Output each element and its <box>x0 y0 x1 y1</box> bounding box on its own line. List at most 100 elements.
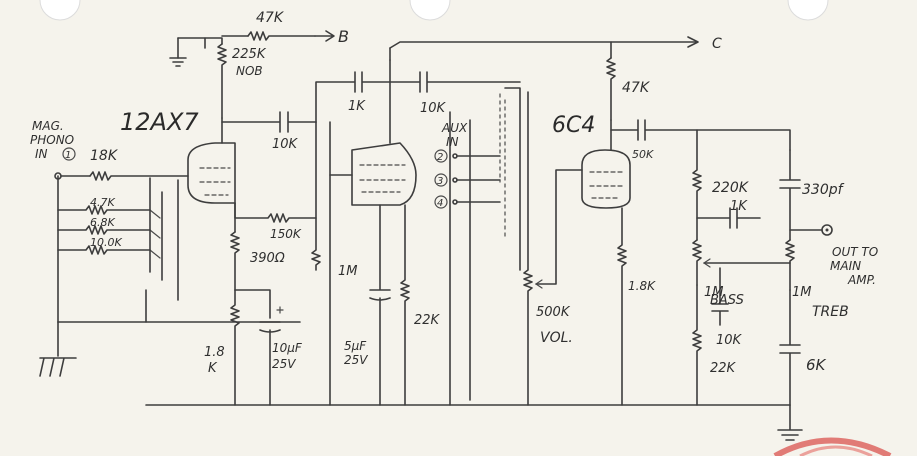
punch-hole-left <box>39 0 81 21</box>
aux-selector <box>434 87 521 406</box>
label-22k-tone: 22K <box>710 361 737 376</box>
label-1k: 1K <box>348 99 366 114</box>
capacitor-1k-10k <box>315 71 521 123</box>
label-1-8k-6c4: 1.8K <box>628 279 656 293</box>
interstage-network <box>311 59 521 406</box>
label-1-8-k: K <box>208 361 218 376</box>
label-aux-in: IN <box>446 135 459 149</box>
label-225k: 225K <box>232 47 267 62</box>
tone-stack <box>692 129 833 406</box>
aux-jack-3[interactable] <box>434 173 448 187</box>
label-47k-b: 47K <box>256 10 285 26</box>
ground-bus <box>145 404 803 441</box>
label-10k-tone: 10K <box>716 333 743 348</box>
label-mag: MAG. <box>32 119 64 133</box>
resistor-47k-b <box>247 31 316 41</box>
label-500k: 500K <box>536 305 571 320</box>
label-6c4: 6C4 <box>552 113 595 138</box>
potentiometer-bass[interactable] <box>692 239 702 286</box>
label-12ax7: 12AX7 <box>120 108 199 136</box>
label-6k: 6K <box>806 356 827 374</box>
label-10uf-voltage: 25V <box>272 357 296 371</box>
punch-hole-right <box>787 0 829 21</box>
input-section <box>39 171 301 377</box>
label-nob: NOB <box>236 64 263 78</box>
capacitor-1k-tone <box>696 207 761 229</box>
label-in-1: IN <box>35 147 48 161</box>
red-stamp-mark <box>773 437 892 456</box>
label-390: 390Ω <box>250 251 285 266</box>
label-bass-pot: 1M <box>704 285 724 300</box>
resistor-1-8k-6c4 <box>617 207 627 406</box>
label-out-to: OUT TO <box>832 245 878 259</box>
label-18k: 18K <box>90 148 119 164</box>
resistor-390 <box>230 231 240 291</box>
resistor-22k-tone <box>692 284 702 406</box>
label-10uf: 10µF <box>272 341 303 355</box>
label-10k: 10K <box>420 101 447 116</box>
label-c-plus: C <box>712 36 722 52</box>
label-treb-pot: 1M <box>792 285 812 300</box>
potentiometer-treble[interactable] <box>785 239 795 291</box>
resistor-220k <box>692 129 702 241</box>
resistor-4-7k <box>57 205 151 215</box>
label-6-8k: 6.8K <box>90 216 115 229</box>
label-47k-plate: 47K <box>622 80 651 96</box>
label-5uf: 5µF <box>344 339 367 353</box>
label-50k: 50K <box>632 148 654 161</box>
label-10k-feedback: 10K <box>272 137 299 152</box>
label-aux: AUX <box>441 121 468 135</box>
label-aux-2: 2 <box>437 152 443 163</box>
capacitor-6k <box>779 289 801 406</box>
resistor-1-8k <box>230 289 240 406</box>
label-150k: 150K <box>270 227 302 241</box>
resistor-10k <box>57 245 151 255</box>
label-4-7k: 4.7K <box>90 196 115 209</box>
label-22k-cathode: 22K <box>414 313 441 328</box>
resistor-22k-cathode <box>400 204 410 406</box>
aux-jack-2[interactable] <box>434 149 448 163</box>
resistor-150k <box>234 202 317 223</box>
input-number-circle <box>62 147 76 161</box>
label-b-plus: B <box>338 27 349 46</box>
label-1-8: 1.8 <box>204 345 225 360</box>
tube-6c4 <box>581 119 791 406</box>
tube-12ax7-section-b <box>329 142 417 406</box>
c-plus-network <box>389 36 699 121</box>
capacitor-5uf <box>369 204 391 406</box>
tube-12ax7-section-a <box>187 111 317 406</box>
label-bass: BASS <box>710 293 744 308</box>
capacitor-10k-feedback <box>221 111 317 133</box>
potentiometer-500k[interactable] <box>523 91 533 406</box>
red-stamp-mark-inner <box>799 445 873 456</box>
label-aux-4: 4 <box>437 198 443 209</box>
resistor-6-8k <box>57 225 151 235</box>
resistor-225k <box>217 43 227 119</box>
resistor-18k <box>89 171 189 181</box>
label-330pf: 330pf <box>802 182 845 198</box>
label-treb: TREB <box>812 304 849 320</box>
label-amp: AMP. <box>847 273 876 287</box>
volume-pot <box>523 91 583 406</box>
aux-jack-4[interactable] <box>434 195 448 209</box>
punch-hole-middle <box>409 0 451 21</box>
label-phono: PHONO <box>30 133 74 147</box>
ground-symbol-top <box>169 57 187 67</box>
output-jack[interactable] <box>821 224 833 236</box>
label-1k-tone: 1K <box>730 199 748 214</box>
label-10k-ladder: 10.0K <box>90 236 122 249</box>
capacitor-330pf <box>779 149 801 241</box>
ground-symbol-chassis <box>39 357 77 377</box>
label-1m-grid: 1M <box>338 264 358 279</box>
label-input-number: 1 <box>65 150 71 161</box>
resistor-1m-grid <box>311 121 321 271</box>
ground-symbol-bottom <box>777 404 803 441</box>
capacitor-50k <box>610 119 791 151</box>
label-main: MAIN <box>830 259 861 273</box>
label-vol: VOL. <box>540 330 573 346</box>
capacitor-10k-tone <box>711 267 729 326</box>
capacitor-10uf <box>259 321 281 406</box>
resistor-47k-plate <box>606 57 616 121</box>
